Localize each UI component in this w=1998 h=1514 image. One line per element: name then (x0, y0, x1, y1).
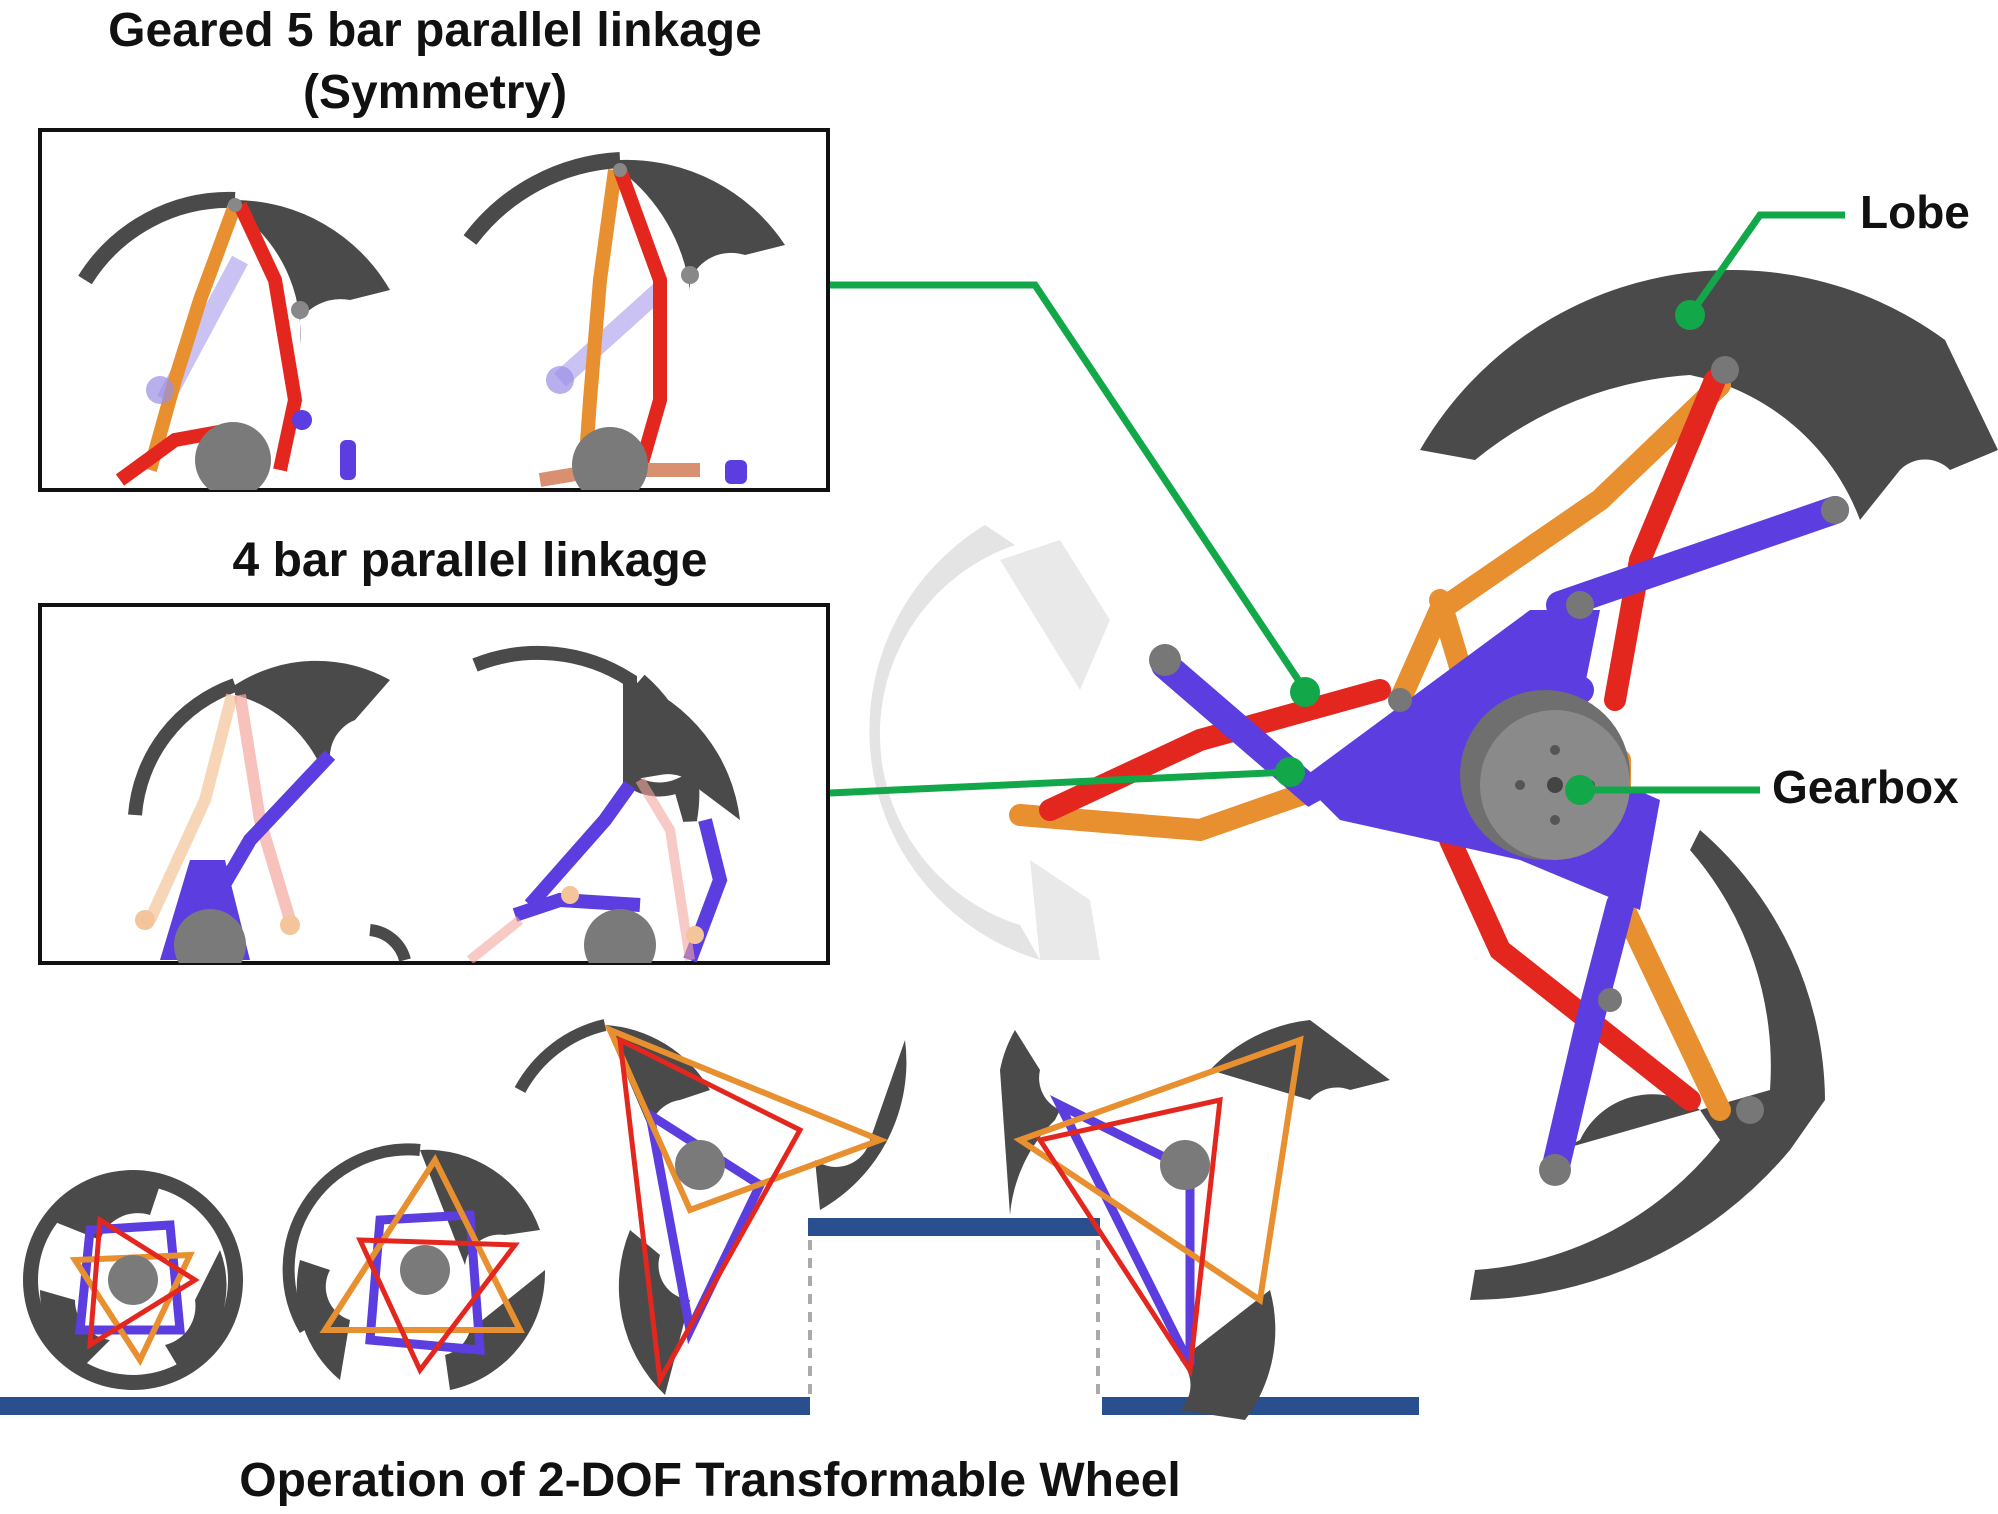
op-wheel-1 (23, 1170, 243, 1390)
op-wheel-2 (282, 1143, 546, 1390)
red-links (1039, 369, 1726, 1111)
lobe-label: Lobe (1860, 186, 1970, 238)
callout-dots (1275, 300, 1705, 805)
callout-lines (829, 211, 1845, 797)
geared-5bar-title-line1: Geared 5 bar parallel linkage (108, 4, 762, 57)
callout-5bar-line (830, 281, 1308, 692)
op-wheel-3 (514, 1019, 907, 1395)
four-bar-panel (38, 603, 830, 965)
four-bar-left-wheel (128, 660, 411, 963)
geared-5bar-title: Geared 5 bar parallel linkage (Symmetry) (0, 0, 870, 124)
top-lobe (1420, 270, 1998, 520)
geared-right-wheel (463, 152, 785, 490)
operation-title: Operation of 2-DOF Transformable Wheel (239, 1454, 1181, 1507)
geared-left-wheel (78, 191, 390, 490)
four-bar-right-wheel (466, 645, 740, 963)
operation-sequence (0, 1019, 1419, 1420)
ground-low-right (1102, 1397, 1419, 1415)
ground-step (808, 1218, 1100, 1236)
gearbox-label: Gearbox (1772, 761, 1959, 813)
pin-joints (1149, 356, 1849, 1186)
gearbox (1460, 690, 1630, 860)
callout-lobe-line (1687, 211, 1845, 318)
ground-low-left (0, 1397, 810, 1415)
main-wheel (869, 270, 1998, 1300)
geared-5bar-panel (38, 128, 830, 492)
right-lobe (1470, 830, 1825, 1300)
geared-5bar-title-line2: (Symmetry) (302, 66, 568, 119)
op-wheel-4 (1000, 1020, 1390, 1420)
four-bar-title: 4 bar parallel linkage (232, 534, 708, 587)
ghost-lobe (869, 525, 1040, 960)
callout-4bar-line (829, 768, 1291, 797)
